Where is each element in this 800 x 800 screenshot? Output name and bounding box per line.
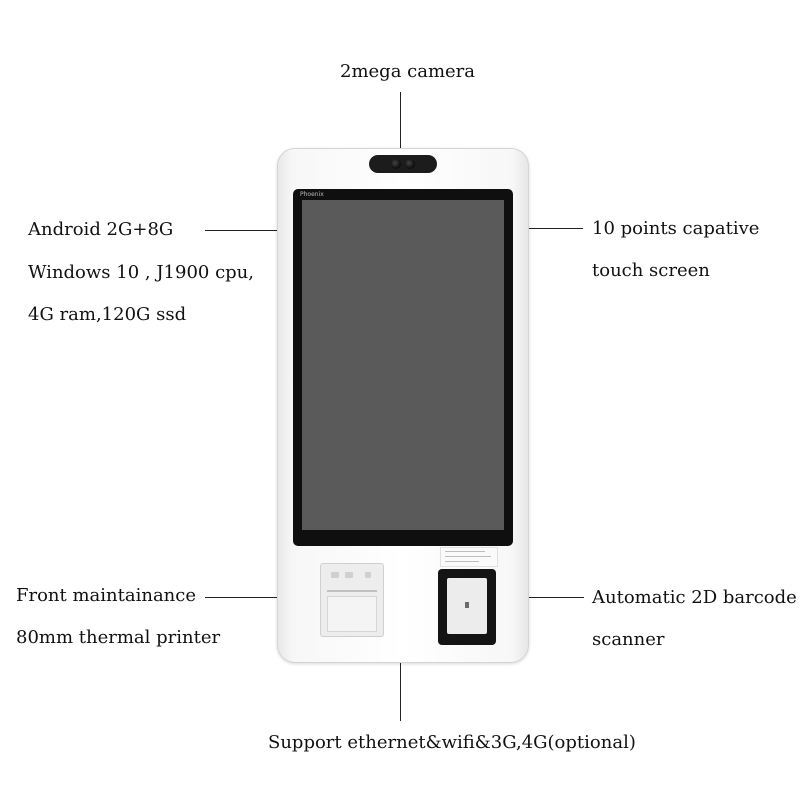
sticker-text-line xyxy=(445,551,485,552)
sticker-text-line xyxy=(445,556,491,557)
touch-spec-line-2: touch screen xyxy=(592,260,710,281)
scanner-spec-line-1: Automatic 2D barcode xyxy=(592,587,797,608)
printer-door xyxy=(327,596,377,632)
scanner-sensor-icon xyxy=(465,602,469,608)
printer-leader-line xyxy=(205,597,295,598)
scanner-window xyxy=(447,578,487,634)
os-spec-line-3: 4G ram,120G ssd xyxy=(28,304,187,325)
network-leader-line xyxy=(400,661,401,721)
paper-slot xyxy=(327,590,377,592)
printer-spec-line-2: 80mm thermal printer xyxy=(16,627,221,648)
printer-button-icon xyxy=(331,572,339,578)
scanner-spec-line-2: scanner xyxy=(592,629,665,650)
printer-light-icon xyxy=(345,572,353,578)
camera-module xyxy=(369,155,437,173)
scanner-instruction-sticker xyxy=(440,547,498,567)
printer-spec-line-1: Front maintainance xyxy=(16,585,196,606)
sticker-text-line xyxy=(445,561,479,562)
printer-button-icon xyxy=(365,572,371,578)
touch-screen xyxy=(302,200,504,530)
camera-lens-right-icon xyxy=(405,159,415,169)
scanner-leader-line xyxy=(486,597,584,598)
brand-logo: Phoenix xyxy=(300,191,324,198)
network-label: Support ethernet&wifi&3G,4G(optional) xyxy=(268,732,636,753)
kiosk-device: Phoenix xyxy=(277,148,529,663)
barcode-scanner xyxy=(438,569,496,645)
screen-bezel: Phoenix xyxy=(293,189,513,546)
camera-lens-left-icon xyxy=(391,159,401,169)
os-leader-line xyxy=(205,230,285,231)
camera-label: 2mega camera xyxy=(340,61,476,82)
touch-leader-line xyxy=(478,228,583,229)
thermal-printer xyxy=(320,563,384,637)
touch-spec-line-1: 10 points capative xyxy=(592,218,760,239)
os-spec-line-1: Android 2G+8G xyxy=(28,219,174,240)
camera-leader-line xyxy=(400,92,401,160)
os-spec-line-2: Windows 10 , J1900 cpu, xyxy=(28,262,254,283)
